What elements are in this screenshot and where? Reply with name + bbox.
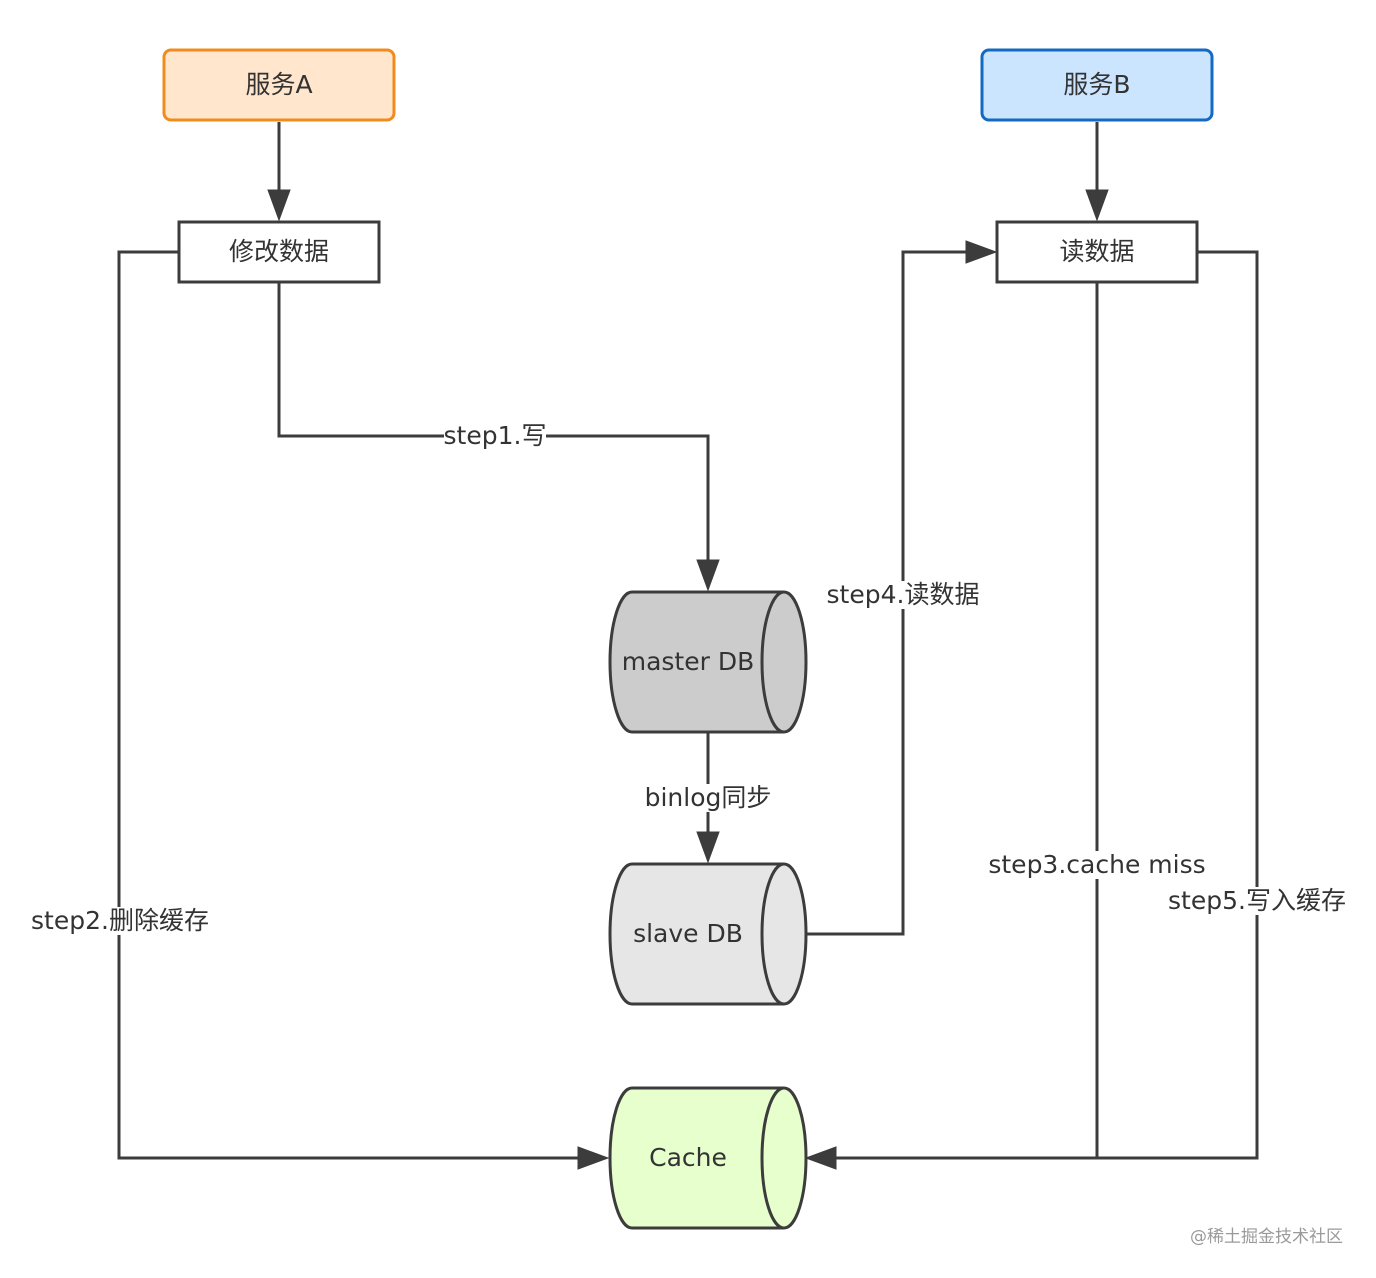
node-modify-data: 修改数据 [177, 220, 381, 284]
edge-step3 [828, 283, 1099, 1160]
watermark-text: @稀土掘金技术社区 [1190, 1227, 1343, 1247]
slave-db-label: slave DB [633, 919, 743, 948]
arrow-into-modify [267, 189, 291, 222]
node-cache: Cache [608, 1086, 808, 1230]
modify-data-label: 修改数据 [229, 237, 329, 266]
step4-label-bg [825, 581, 981, 609]
edge-step5 [1097, 250, 1259, 1160]
service-a-label: 服务A [245, 70, 312, 99]
node-service-b: 服务B [980, 48, 1214, 122]
modify-data-box [177, 220, 381, 284]
step3-label-bg [991, 851, 1203, 879]
binlog-label-bg [642, 784, 774, 812]
node-master-db: master DB [608, 590, 808, 734]
node-read-data: 读数据 [995, 220, 1199, 284]
arrow-into-cache-left [577, 1146, 610, 1170]
step2-label: step2.删除缓存 [31, 906, 209, 935]
step5-label: step5.写入缓存 [1168, 886, 1346, 915]
service-b-box [980, 48, 1214, 122]
edge-step2 [117, 250, 586, 1160]
node-slave-db: slave DB [608, 862, 808, 1006]
step2-label-bg [30, 907, 210, 935]
read-data-box [995, 220, 1199, 284]
step1-label: step1.写 [444, 421, 547, 450]
arrow-into-master-db [696, 559, 720, 592]
slave-db-cap [760, 862, 785, 1006]
node-service-a: 服务A [162, 48, 396, 122]
master-db-cap [760, 590, 785, 734]
arrow-into-read-left [965, 240, 998, 264]
service-a-box [162, 48, 396, 122]
cache-cap [760, 1086, 785, 1230]
binlog-label: binlog同步 [645, 783, 772, 812]
step1-label-bg [444, 422, 546, 450]
step5-label-bg [1167, 887, 1347, 915]
master-db-label: master DB [622, 647, 755, 676]
cache-label: Cache [649, 1143, 727, 1172]
step3-label: step3.cache miss [988, 850, 1205, 879]
service-b-label: 服务B [1063, 70, 1130, 99]
arrow-into-slave-db [696, 831, 720, 864]
step4-label: step4.读数据 [827, 580, 980, 609]
arrow-into-read-top [1085, 189, 1109, 222]
arrow-into-cache-right [804, 1146, 837, 1170]
read-data-label: 读数据 [1059, 237, 1134, 266]
